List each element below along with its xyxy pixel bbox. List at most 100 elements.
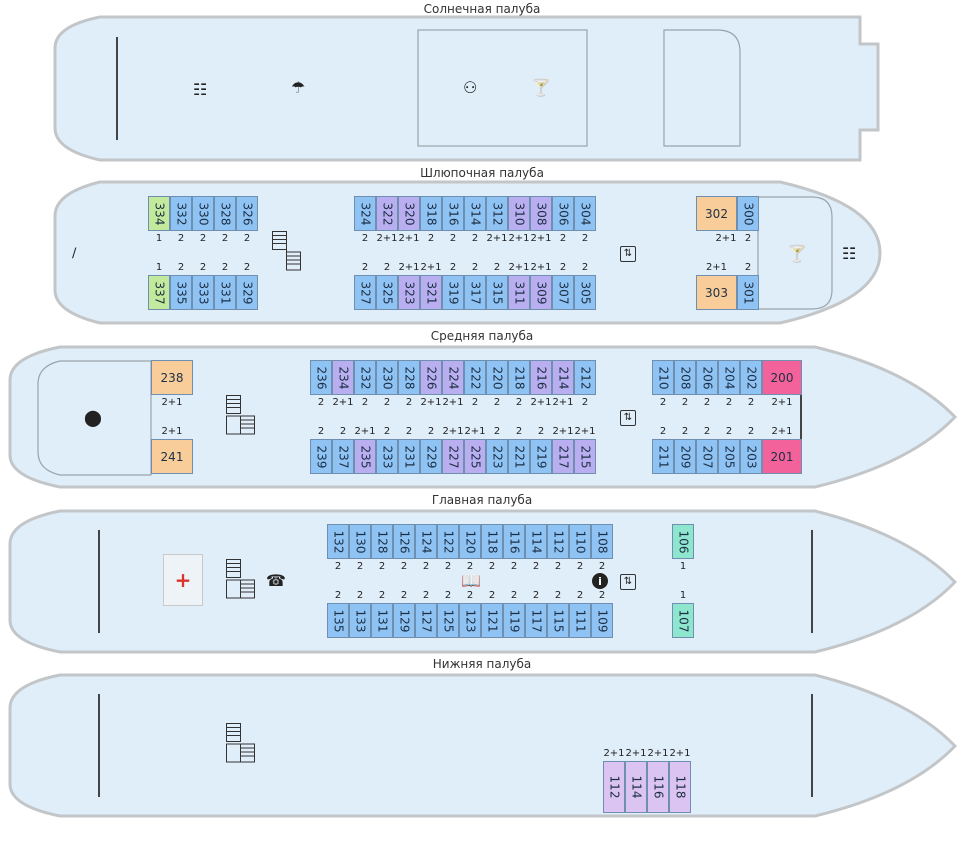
cabin-316[interactable]: 316 [442, 196, 464, 231]
cabin-304[interactable]: 304 [574, 196, 596, 231]
elevator-icon[interactable]: ⇅ [620, 410, 636, 426]
cabin-211[interactable]: 211 [652, 439, 674, 474]
cabin-238[interactable]: 238 [151, 360, 193, 395]
cabin-300[interactable]: 300 [737, 196, 759, 231]
cabin-325[interactable]: 325 [376, 275, 398, 310]
cabin-305[interactable]: 305 [574, 275, 596, 310]
cabin-117[interactable]: 117 [525, 603, 547, 638]
cabin-322[interactable]: 322 [376, 196, 398, 231]
cabin-114[interactable]: 114 [525, 524, 547, 559]
cabin-111[interactable]: 111 [569, 603, 591, 638]
cabin-127[interactable]: 127 [415, 603, 437, 638]
cabin-206[interactable]: 206 [696, 360, 718, 395]
cabin-317[interactable]: 317 [464, 275, 486, 310]
cabin-135[interactable]: 135 [327, 603, 349, 638]
cabin-217[interactable]: 217 [552, 439, 574, 474]
cabin-319[interactable]: 319 [442, 275, 464, 310]
cabin-129[interactable]: 129 [393, 603, 415, 638]
cabin-239[interactable]: 239 [310, 439, 332, 474]
cabin-332[interactable]: 332 [170, 196, 192, 231]
cabin-225[interactable]: 225 [464, 439, 486, 474]
cabin-311[interactable]: 311 [508, 275, 530, 310]
cabin-312[interactable]: 312 [486, 196, 508, 231]
cabin-222[interactable]: 222 [464, 360, 486, 395]
cabin-321[interactable]: 321 [420, 275, 442, 310]
cabin-131[interactable]: 131 [371, 603, 393, 638]
cabin-215[interactable]: 215 [574, 439, 596, 474]
cabin-226[interactable]: 226 [420, 360, 442, 395]
cabin-330[interactable]: 330 [192, 196, 214, 231]
cabin-130[interactable]: 130 [349, 524, 371, 559]
cabin-200[interactable]: 200 [762, 360, 802, 395]
cabin-229[interactable]: 229 [420, 439, 442, 474]
cabin-241[interactable]: 241 [151, 439, 193, 474]
cabin-214[interactable]: 214 [552, 360, 574, 395]
cabin-303[interactable]: 303 [696, 275, 737, 310]
cabin-109[interactable]: 109 [591, 603, 613, 638]
cabin-116[interactable]: 116 [503, 524, 525, 559]
cabin-337[interactable]: 337 [148, 275, 170, 310]
cabin-327[interactable]: 327 [354, 275, 376, 310]
cabin-118[interactable]: 118 [481, 524, 503, 559]
cabin-308[interactable]: 308 [530, 196, 552, 231]
cabin-108[interactable]: 108 [591, 524, 613, 559]
cabin-208[interactable]: 208 [674, 360, 696, 395]
cabin-110[interactable]: 110 [569, 524, 591, 559]
cabin-227[interactable]: 227 [442, 439, 464, 474]
cabin-125[interactable]: 125 [437, 603, 459, 638]
cabin-128[interactable]: 128 [371, 524, 393, 559]
cabin-233[interactable]: 233 [376, 439, 398, 474]
cabin-329[interactable]: 329 [236, 275, 258, 310]
cabin-323[interactable]: 323 [398, 275, 420, 310]
cabin-122[interactable]: 122 [437, 524, 459, 559]
cabin-220[interactable]: 220 [486, 360, 508, 395]
cabin-118[interactable]: 118 [669, 761, 691, 813]
cabin-209[interactable]: 209 [674, 439, 696, 474]
cabin-314[interactable]: 314 [464, 196, 486, 231]
cabin-218[interactable]: 218 [508, 360, 530, 395]
info-icon[interactable]: i [592, 573, 608, 589]
cabin-207[interactable]: 207 [696, 439, 718, 474]
cabin-334[interactable]: 334 [148, 196, 170, 231]
cabin-112[interactable]: 112 [603, 761, 625, 813]
cabin-221[interactable]: 221 [508, 439, 530, 474]
elevator-icon[interactable]: ⇅ [620, 246, 636, 262]
cabin-302[interactable]: 302 [696, 196, 737, 231]
cabin-123[interactable]: 123 [459, 603, 481, 638]
cabin-120[interactable]: 120 [459, 524, 481, 559]
cabin-121[interactable]: 121 [481, 603, 503, 638]
cabin-204[interactable]: 204 [718, 360, 740, 395]
cabin-126[interactable]: 126 [393, 524, 415, 559]
cabin-324[interactable]: 324 [354, 196, 376, 231]
cabin-331[interactable]: 331 [214, 275, 236, 310]
elevator-icon[interactable]: ⇅ [620, 574, 636, 590]
cabin-232[interactable]: 232 [354, 360, 376, 395]
cabin-320[interactable]: 320 [398, 196, 420, 231]
cabin-335[interactable]: 335 [170, 275, 192, 310]
cabin-234[interactable]: 234 [332, 360, 354, 395]
cabin-216[interactable]: 216 [530, 360, 552, 395]
cabin-315[interactable]: 315 [486, 275, 508, 310]
cabin-201[interactable]: 201 [762, 439, 802, 474]
cabin-224[interactable]: 224 [442, 360, 464, 395]
cabin-333[interactable]: 333 [192, 275, 214, 310]
cabin-301[interactable]: 301 [737, 275, 759, 310]
cabin-326[interactable]: 326 [236, 196, 258, 231]
cabin-230[interactable]: 230 [376, 360, 398, 395]
cabin-306[interactable]: 306 [552, 196, 574, 231]
cabin-116[interactable]: 116 [647, 761, 669, 813]
cabin-235[interactable]: 235 [354, 439, 376, 474]
cabin-219[interactable]: 219 [530, 439, 552, 474]
cabin-228[interactable]: 228 [398, 360, 420, 395]
cabin-307[interactable]: 307 [552, 275, 574, 310]
cabin-132[interactable]: 132 [327, 524, 349, 559]
cabin-115[interactable]: 115 [547, 603, 569, 638]
cabin-328[interactable]: 328 [214, 196, 236, 231]
cabin-310[interactable]: 310 [508, 196, 530, 231]
cabin-318[interactable]: 318 [420, 196, 442, 231]
cabin-124[interactable]: 124 [415, 524, 437, 559]
cabin-231[interactable]: 231 [398, 439, 420, 474]
cabin-237[interactable]: 237 [332, 439, 354, 474]
cabin-106[interactable]: 106 [672, 524, 694, 559]
cabin-236[interactable]: 236 [310, 360, 332, 395]
